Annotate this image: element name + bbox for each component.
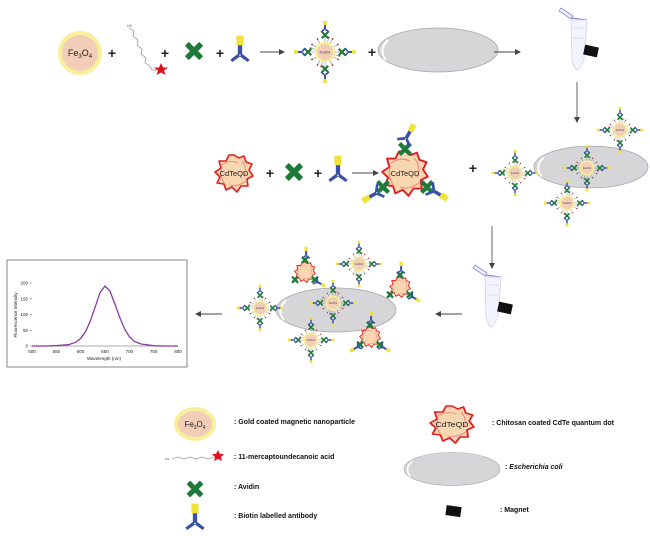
star-icon xyxy=(154,63,168,75)
x-tick-label: 650 xyxy=(101,349,109,354)
legend-label-magnet: : Magnet xyxy=(500,507,529,514)
avidin-icon xyxy=(185,42,203,60)
x-tick-label: 750 xyxy=(150,349,158,354)
functionalized-nanoparticle xyxy=(492,150,539,197)
legend-mua-icon: HS xyxy=(165,450,224,461)
fluorescence-curve xyxy=(32,285,178,347)
y-tick-label: 50 xyxy=(23,328,29,333)
plus-sign: + xyxy=(216,45,224,61)
legend-fe3o4-icon: Fe3O4 xyxy=(174,407,216,441)
legend-avidin-icon xyxy=(186,480,204,498)
y-axis-label: Fluorescence Intensity xyxy=(13,292,18,338)
legend-antibody-icon xyxy=(185,503,205,530)
x-tick-label: 500 xyxy=(28,349,36,354)
cdteqd-label: CdTeQD xyxy=(220,169,249,178)
cdte-quantum-dot: CdTeQD xyxy=(214,154,254,193)
svg-text:HS: HS xyxy=(165,457,169,461)
magnetic-separation-tube xyxy=(558,7,600,71)
fluorescence-chart: 0 50 100 150 200 500 550 600 650 700 750 800 Wavele… xyxy=(6,259,188,368)
bound-quantum-dot xyxy=(386,261,423,306)
legend: Fe3O4 HS CdTeQD xyxy=(165,405,501,530)
x-axis-label: Wavelength (nm) xyxy=(87,356,122,361)
antibody-icon xyxy=(328,155,348,182)
plus-sign: + xyxy=(108,45,116,61)
svg-text:CdTeQD: CdTeQD xyxy=(435,421,468,429)
avidin-icon xyxy=(285,163,303,181)
ecoli-cell xyxy=(275,287,397,333)
chart-frame xyxy=(6,259,188,368)
antibody-icon xyxy=(230,35,250,62)
plus-sign: + xyxy=(266,165,274,181)
bound-quantum-dot xyxy=(291,246,328,291)
y-tick-label: 200 xyxy=(20,281,28,286)
legend-label-fe3o4: : Gold coated magnetic nanoparticle xyxy=(234,419,355,426)
svg-text:Fe3O4: Fe3O4 xyxy=(184,420,205,431)
legend-magnet-icon xyxy=(445,505,462,518)
y-tick-label: 0 xyxy=(25,344,28,349)
plus-sign: + xyxy=(368,44,376,60)
x-tick-label: 600 xyxy=(77,349,85,354)
x-tick-label: 550 xyxy=(53,349,61,354)
functionalized-nanoparticle xyxy=(294,21,356,83)
x-tick-label: 800 xyxy=(174,349,182,354)
plus-sign: + xyxy=(469,160,477,176)
y-tick-label: 150 xyxy=(20,296,28,301)
x-tick-label: 700 xyxy=(126,349,134,354)
functionalized-nanoparticle xyxy=(336,241,383,288)
legend-ecoli-icon xyxy=(403,451,501,487)
fe3o4-nanoparticle: Fe3O4 xyxy=(58,31,102,75)
plus-sign: + xyxy=(314,165,322,181)
functionalized-quantum-dot: CdTeQD xyxy=(358,120,452,208)
legend-label-cdteqd: : Chitosan coated CdTe quantum dot xyxy=(492,420,614,427)
magnetic-separation-tube xyxy=(472,264,514,328)
ecoli-cell xyxy=(377,27,499,73)
legend-ecoli-name: Escherichia coli xyxy=(509,464,563,471)
plus-sign: + xyxy=(161,45,169,61)
y-tick-label: 100 xyxy=(20,312,28,317)
legend-label-mua: : 11-mercaptoundecanoic acid xyxy=(234,454,335,461)
legend-cdteqd-icon: CdTeQD xyxy=(429,405,475,444)
mercaptoundecanoic-acid: HS xyxy=(127,24,168,75)
legend-label-ecoli: : Escherichia coli xyxy=(505,464,563,471)
legend-label-antibody: : Biotin labelled antibody xyxy=(234,513,318,520)
cdteqd-label: CdTeQD xyxy=(391,169,420,178)
legend-ecoli-prefix: : xyxy=(505,464,510,471)
fe3o4-label: Fe3O4 xyxy=(68,48,93,60)
hs-label: HS xyxy=(127,24,133,28)
legend-label-avidin: : Avidin xyxy=(234,484,260,491)
